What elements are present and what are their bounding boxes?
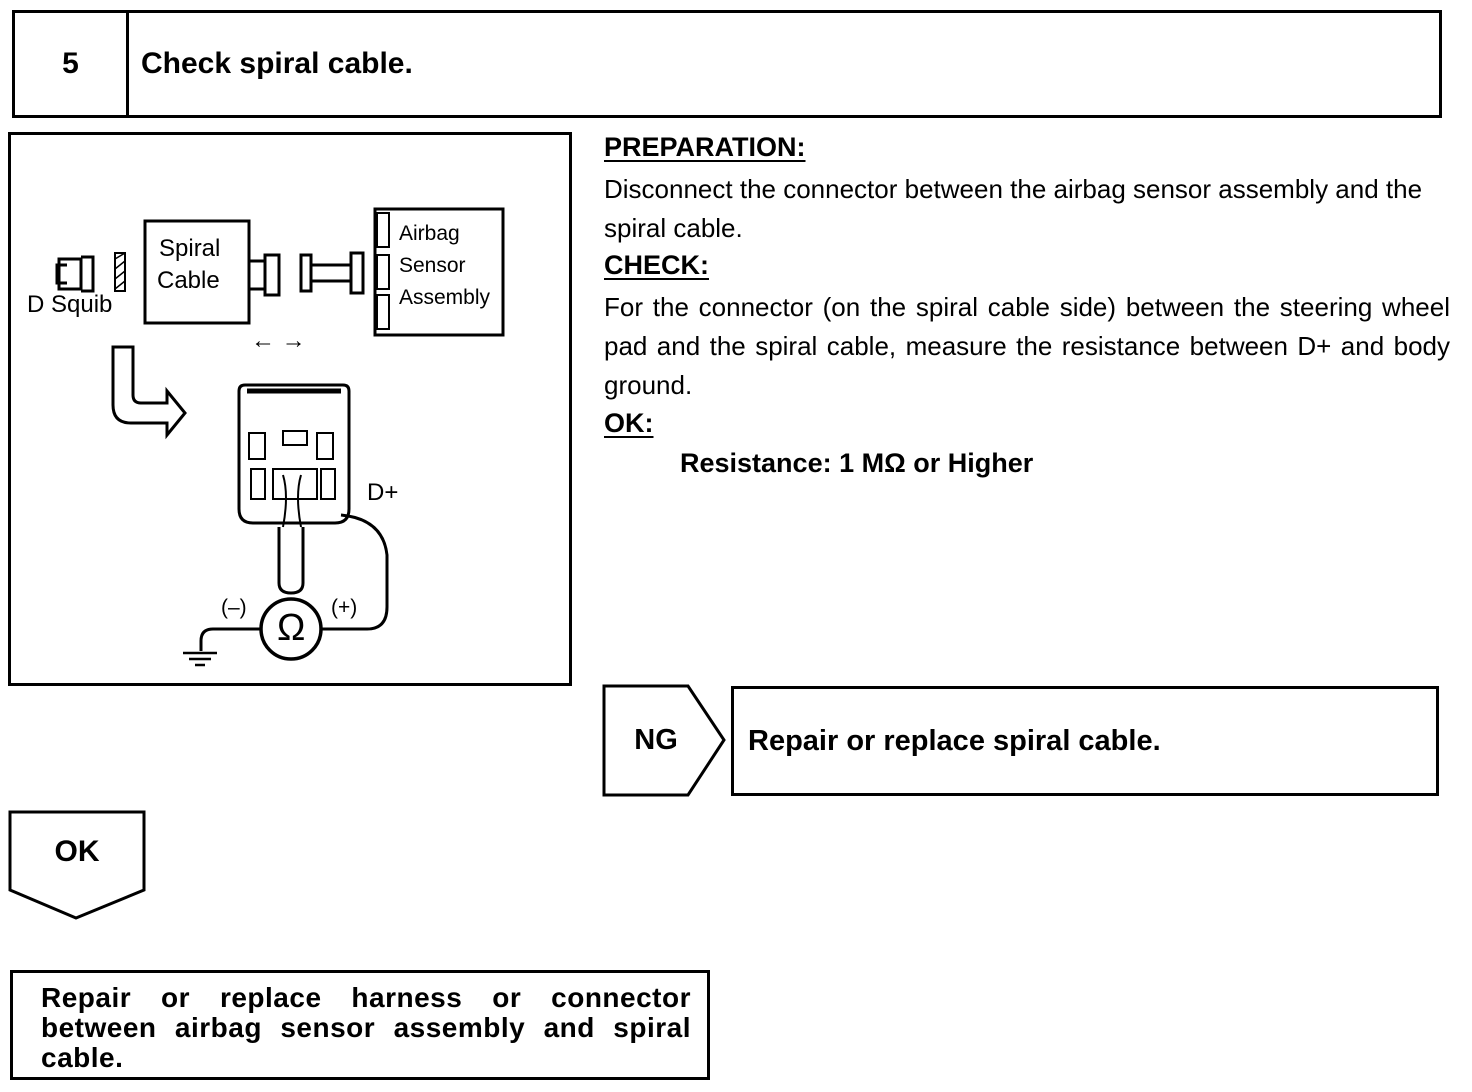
ng-result-text: Repair or replace spiral cable. <box>748 724 1161 757</box>
disconnect-arrows: ← → <box>251 327 306 354</box>
step-title: Check spiral cable. <box>141 47 413 80</box>
connector-face-icon <box>237 383 351 525</box>
step-number: 5 <box>62 47 79 80</box>
d-squib-label: D Squib <box>27 291 113 318</box>
ok-label: OK <box>54 835 100 868</box>
squib-connector-icon <box>55 255 95 293</box>
wiring-diagram: Spiral Cable Airbag Sensor Assembly D Sq… <box>8 132 572 686</box>
ng-arrow-box <box>602 684 726 797</box>
ng-result-box: Repair or replace spiral cable. <box>731 686 1439 796</box>
d-plus-label: D+ <box>367 479 399 506</box>
ok-result-text: Repair or replace harness or connector b… <box>41 982 691 1073</box>
mating-connector-icon <box>299 253 313 293</box>
spiral-cable-label-1: Spiral <box>159 235 221 262</box>
header-divider <box>126 13 129 115</box>
ok-arrow-box <box>8 810 146 920</box>
diagram-drawing <box>55 207 505 667</box>
negative-lead <box>199 627 261 651</box>
check-heading: CHECK: <box>604 250 709 280</box>
airbag-sensor-box <box>373 207 505 337</box>
check-text: For the connector (on the spiral cable s… <box>604 292 1450 400</box>
spiral-cable-label-2: Cable <box>157 267 220 294</box>
ground-icon <box>183 651 217 667</box>
spiral-cable-box <box>143 219 251 325</box>
squib-plug-hatched-icon <box>114 252 126 292</box>
airbag-label-3: Assembly <box>399 286 491 309</box>
minus-label: (–) <box>221 596 247 619</box>
preparation-heading: PREPARATION: <box>604 132 806 162</box>
preparation-text: Disconnect the connector between the air… <box>604 174 1423 243</box>
ok-heading: OK: <box>604 408 654 438</box>
ohm-symbol: Ω <box>277 607 306 649</box>
bent-arrow-icon <box>111 345 187 440</box>
positive-lead <box>321 513 389 631</box>
ng-label: NG <box>634 723 678 756</box>
airbag-label-1: Airbag <box>399 222 460 245</box>
plus-label: (+) <box>331 596 358 619</box>
airbag-label-2: Sensor <box>399 254 466 277</box>
spiral-connector-icon <box>249 253 281 297</box>
resistance-spec: Resistance: 1 MΩ or Higher <box>680 448 1034 478</box>
ok-result-box: Repair or replace harness or connector b… <box>10 970 710 1080</box>
step-header: 5 Check spiral cable. <box>12 10 1442 118</box>
